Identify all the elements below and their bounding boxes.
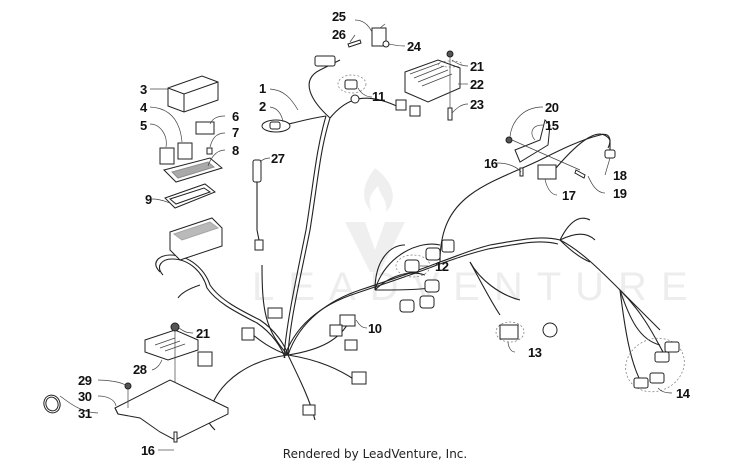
part-bolt-26 [347, 39, 362, 48]
callout-7[interactable]: 7 [232, 125, 240, 140]
part-bracket-24 [371, 23, 390, 48]
callout-11[interactable]: 11 [372, 89, 386, 104]
part-clamp [43, 394, 61, 414]
part-connector-10 [241, 307, 367, 416]
callout-21-ecu[interactable]: 21 [196, 326, 210, 341]
part-grommet [261, 119, 291, 133]
callout-19[interactable]: 19 [613, 186, 627, 201]
part-mounting-plate [114, 379, 229, 443]
footer-credit: Rendered by LeadVenture, Inc. [282, 447, 468, 461]
callout-1[interactable]: 1 [259, 81, 267, 96]
watermark-logo: LEADVENTURE [252, 168, 702, 309]
callout-2[interactable]: 2 [259, 99, 267, 114]
leader-lines [59, 19, 673, 451]
callout-29[interactable]: 29 [78, 373, 92, 388]
part-sensor [252, 159, 264, 251]
callout-26[interactable]: 26 [332, 27, 346, 42]
callout-10[interactable]: 10 [368, 321, 382, 336]
callout-24[interactable]: 24 [407, 39, 422, 54]
part-connector-group-14 [619, 289, 685, 393]
part-gasket [164, 183, 216, 209]
callout-9[interactable]: 9 [145, 192, 153, 207]
callout-20[interactable]: 20 [545, 100, 559, 115]
part-fuse-board [163, 157, 224, 183]
callout-14[interactable]: 14 [676, 386, 691, 401]
callout-23[interactable]: 23 [470, 97, 484, 112]
callout-6[interactable]: 6 [232, 109, 240, 124]
part-bracket-15 [505, 119, 616, 180]
callout-28[interactable]: 28 [133, 362, 147, 377]
callout-12[interactable]: 12 [435, 259, 449, 274]
callout-8[interactable]: 8 [232, 143, 240, 158]
callout-31[interactable]: 31 [78, 406, 92, 421]
callout-4[interactable]: 4 [140, 100, 149, 115]
callout-18[interactable]: 18 [613, 168, 627, 183]
part-relay-box-cover [167, 75, 219, 113]
callout-17[interactable]: 17 [562, 188, 576, 203]
part-regulator [395, 50, 463, 121]
callout-21-regulator[interactable]: 21 [470, 59, 484, 74]
callout-25[interactable]: 25 [332, 9, 346, 24]
part-connector-13 [495, 321, 558, 343]
watermark-text: LEADVENTURE [252, 265, 702, 309]
part-relays [159, 121, 215, 165]
callout-labels: 1 2 3 4 5 6 7 8 9 10 11 12 13 14 15 16 1… [78, 9, 691, 458]
callout-5[interactable]: 5 [140, 118, 148, 133]
callout-13[interactable]: 13 [528, 345, 542, 360]
callout-30[interactable]: 30 [78, 389, 92, 404]
connector-group-12 [374, 239, 455, 313]
callout-16-plate[interactable]: 16 [141, 443, 155, 458]
part-fuse-box [169, 217, 223, 261]
callout-16-bracket[interactable]: 16 [484, 156, 498, 171]
callout-22[interactable]: 22 [470, 77, 484, 92]
callout-15[interactable]: 15 [545, 118, 559, 133]
callout-27[interactable]: 27 [271, 151, 285, 166]
callout-3[interactable]: 3 [140, 82, 148, 97]
part-connector-11 [314, 55, 367, 104]
